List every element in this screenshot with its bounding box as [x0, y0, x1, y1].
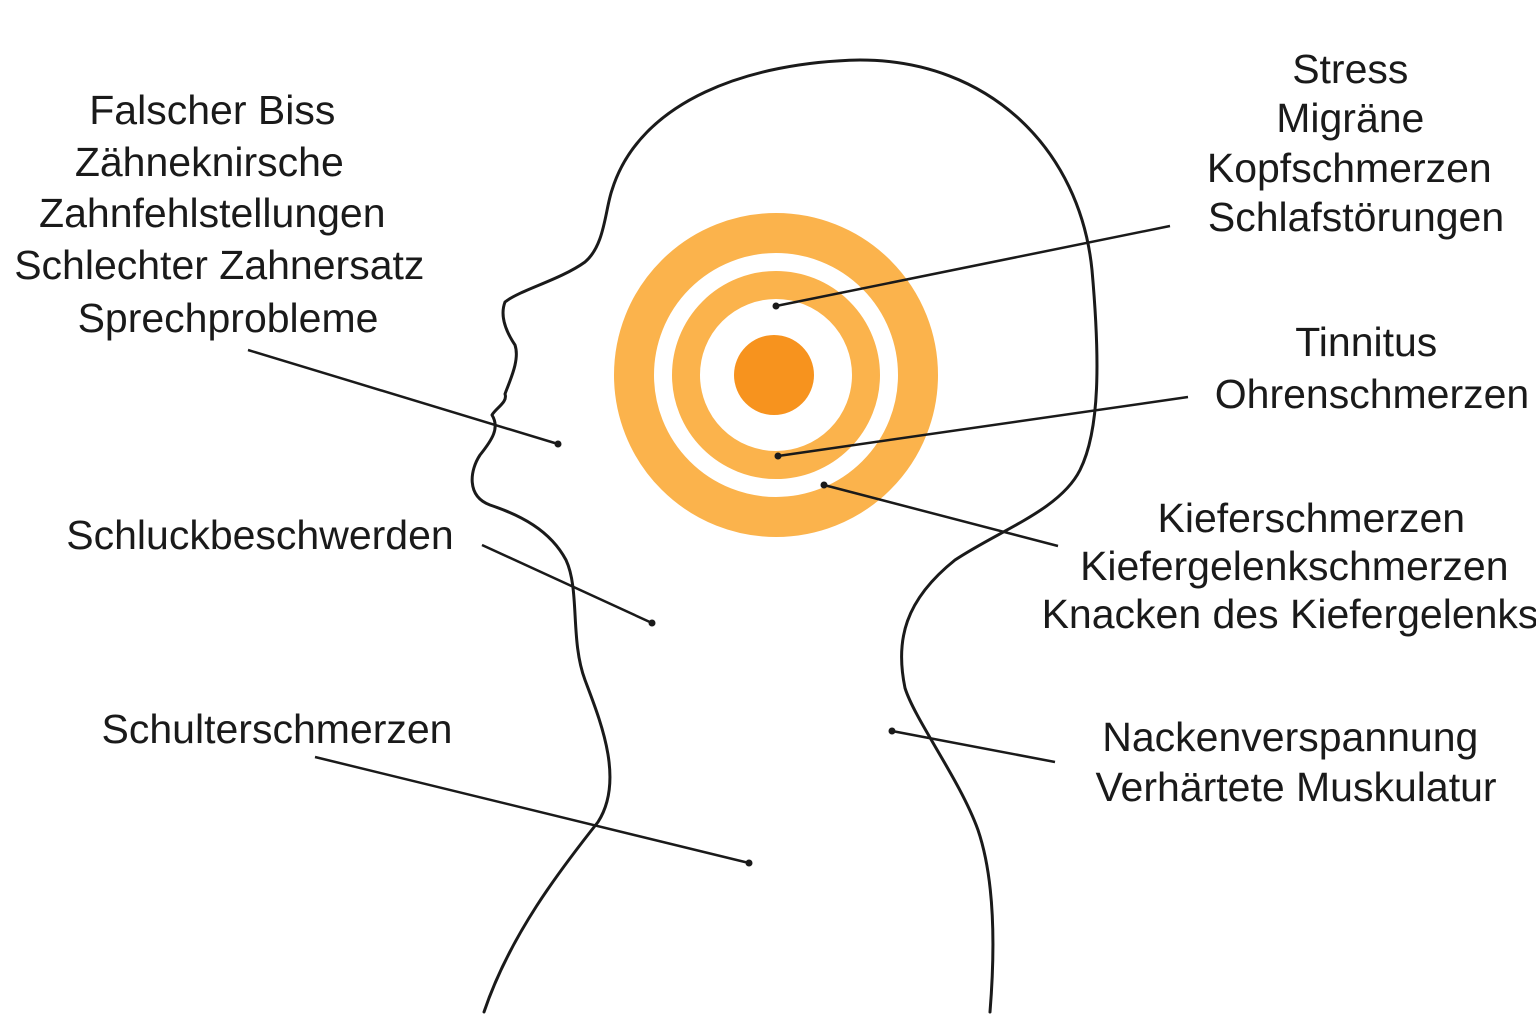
label-group-neck: Nackenverspannung Verhärtete Muskulatur — [1095, 714, 1496, 810]
leader-line-neck — [891, 729, 1056, 764]
label-mouth-line: Falscher Biss — [89, 87, 335, 133]
leader-lines — [247, 224, 1189, 865]
label-head-line: Migräne — [1276, 95, 1424, 141]
label-ear-line: Ohrenschmerzen — [1215, 371, 1529, 417]
head-silhouette — [470, 58, 1099, 1014]
leader-line-mouth — [247, 348, 559, 446]
label-neck-line: Nackenverspannung — [1102, 714, 1478, 760]
label-group-head: Stress Migräne Kopfschmerzen Schlafstöru… — [1207, 46, 1504, 240]
label-head-line: Schlafstörungen — [1208, 194, 1504, 240]
label-group-mouth: Falscher Biss Zähneknirsche Zahnfehlstel… — [14, 87, 436, 341]
leader-line-ear — [777, 395, 1189, 458]
label-group-jaw: Kieferschmerzen Kiefergelenkschmerzen Kn… — [1042, 495, 1536, 637]
label-group-throat: Schluckbeschwerden — [66, 512, 453, 558]
label-group-ear: Tinnitus Ohrenschmerzen — [1215, 319, 1529, 417]
anchor-dot-throat — [648, 619, 656, 627]
label-ear-line: Tinnitus — [1295, 319, 1437, 365]
anchor-dots — [554, 302, 896, 867]
target-ring-outer — [614, 213, 938, 537]
label-throat-line: Schluckbeschwerden — [66, 512, 453, 558]
label-group-shoulder: Schulterschmerzen — [102, 706, 453, 752]
label-jaw-line: Kieferschmerzen — [1157, 495, 1465, 541]
label-jaw-line: Knacken des Kiefergelenks — [1042, 591, 1536, 637]
label-jaw-line: Kiefergelenkschmerzen — [1080, 543, 1508, 589]
label-mouth-line: Schlechter Zahnersatz — [14, 242, 424, 288]
target-core — [734, 335, 814, 415]
label-head-line: Stress — [1292, 46, 1408, 92]
leader-line-throat — [481, 543, 653, 625]
target-ring-middle — [672, 271, 880, 479]
label-head-line: Kopfschmerzen — [1207, 145, 1492, 191]
label-mouth-line: Zähneknirsche — [75, 139, 344, 185]
anchor-dot-mouth — [554, 440, 562, 448]
pain-target — [614, 213, 938, 537]
anchor-dot-shoulder — [745, 859, 753, 867]
leader-line-head — [775, 224, 1171, 308]
anchor-dot-head — [772, 302, 780, 310]
anchor-dot-neck — [888, 727, 896, 735]
anchor-dot-ear — [774, 452, 782, 460]
leader-line-jaw — [823, 483, 1059, 548]
leader-line-shoulder — [314, 755, 750, 865]
label-mouth-line: Sprechprobleme — [78, 295, 379, 341]
label-shoulder-line: Schulterschmerzen — [102, 706, 453, 752]
anchor-dot-jaw — [820, 481, 828, 489]
label-neck-line: Verhärtete Muskulatur — [1095, 764, 1496, 810]
label-mouth-line: Zahnfehlstellungen — [39, 190, 385, 236]
